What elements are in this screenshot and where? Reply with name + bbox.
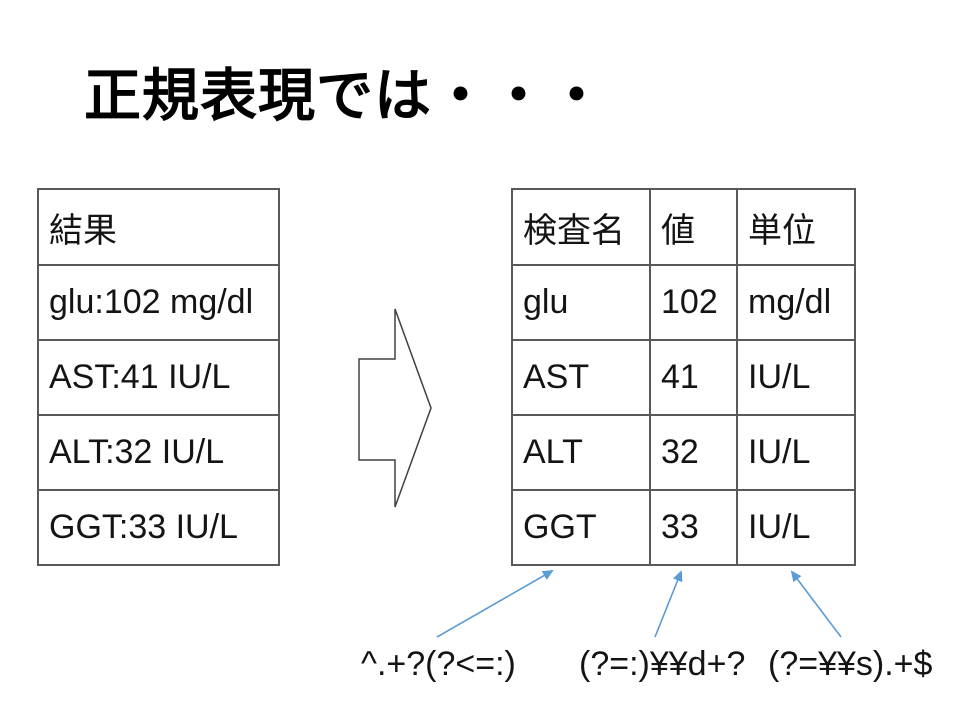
raw-result-cell: GGT:33 IU/L: [37, 489, 280, 566]
parsed-result-table: 検査名 値 単位 glu 102 mg/dl AST 41 IU/L ALT 3…: [511, 188, 856, 566]
parsed-table-cell: IU/L: [736, 414, 856, 491]
parsed-table-cell: IU/L: [736, 489, 856, 566]
parsed-table-cell: 32: [649, 414, 738, 491]
block-arrow-icon: [358, 308, 432, 508]
parsed-table-cell: GGT: [511, 489, 651, 566]
parsed-table-cell: AST: [511, 339, 651, 416]
annotation-arrow-icon: [790, 570, 842, 638]
parsed-table-cell: IU/L: [736, 339, 856, 416]
parsed-table-cell: glu: [511, 264, 651, 341]
regex-pattern-value: (?=:)¥¥d+?: [579, 645, 746, 683]
page-title: 正規表現では・・・: [84, 64, 606, 128]
annotation-arrow-icon: [654, 570, 683, 638]
raw-result-cell: glu:102 mg/dl: [37, 264, 280, 341]
parsed-table-cell: 33: [649, 489, 738, 566]
raw-result-header-cell: 結果: [37, 188, 280, 266]
parsed-table-cell: 41: [649, 339, 738, 416]
parsed-table-header-cell: 値: [649, 188, 738, 266]
regex-pattern-unit: (?=¥¥s).+$: [768, 645, 933, 683]
parsed-table-header-cell: 検査名: [511, 188, 651, 266]
parsed-table-cell: 102: [649, 264, 738, 341]
parsed-table-cell: ALT: [511, 414, 651, 491]
raw-result-table: 結果 glu:102 mg/dl AST:41 IU/L ALT:32 IU/L…: [37, 188, 280, 566]
raw-result-cell: ALT:32 IU/L: [37, 414, 280, 491]
regex-pattern-testname: ^.+?(?<=:): [361, 645, 516, 683]
raw-result-cell: AST:41 IU/L: [37, 339, 280, 416]
parsed-table-cell: mg/dl: [736, 264, 856, 341]
parsed-table-header-cell: 単位: [736, 188, 856, 266]
annotation-arrow-icon: [436, 570, 554, 638]
